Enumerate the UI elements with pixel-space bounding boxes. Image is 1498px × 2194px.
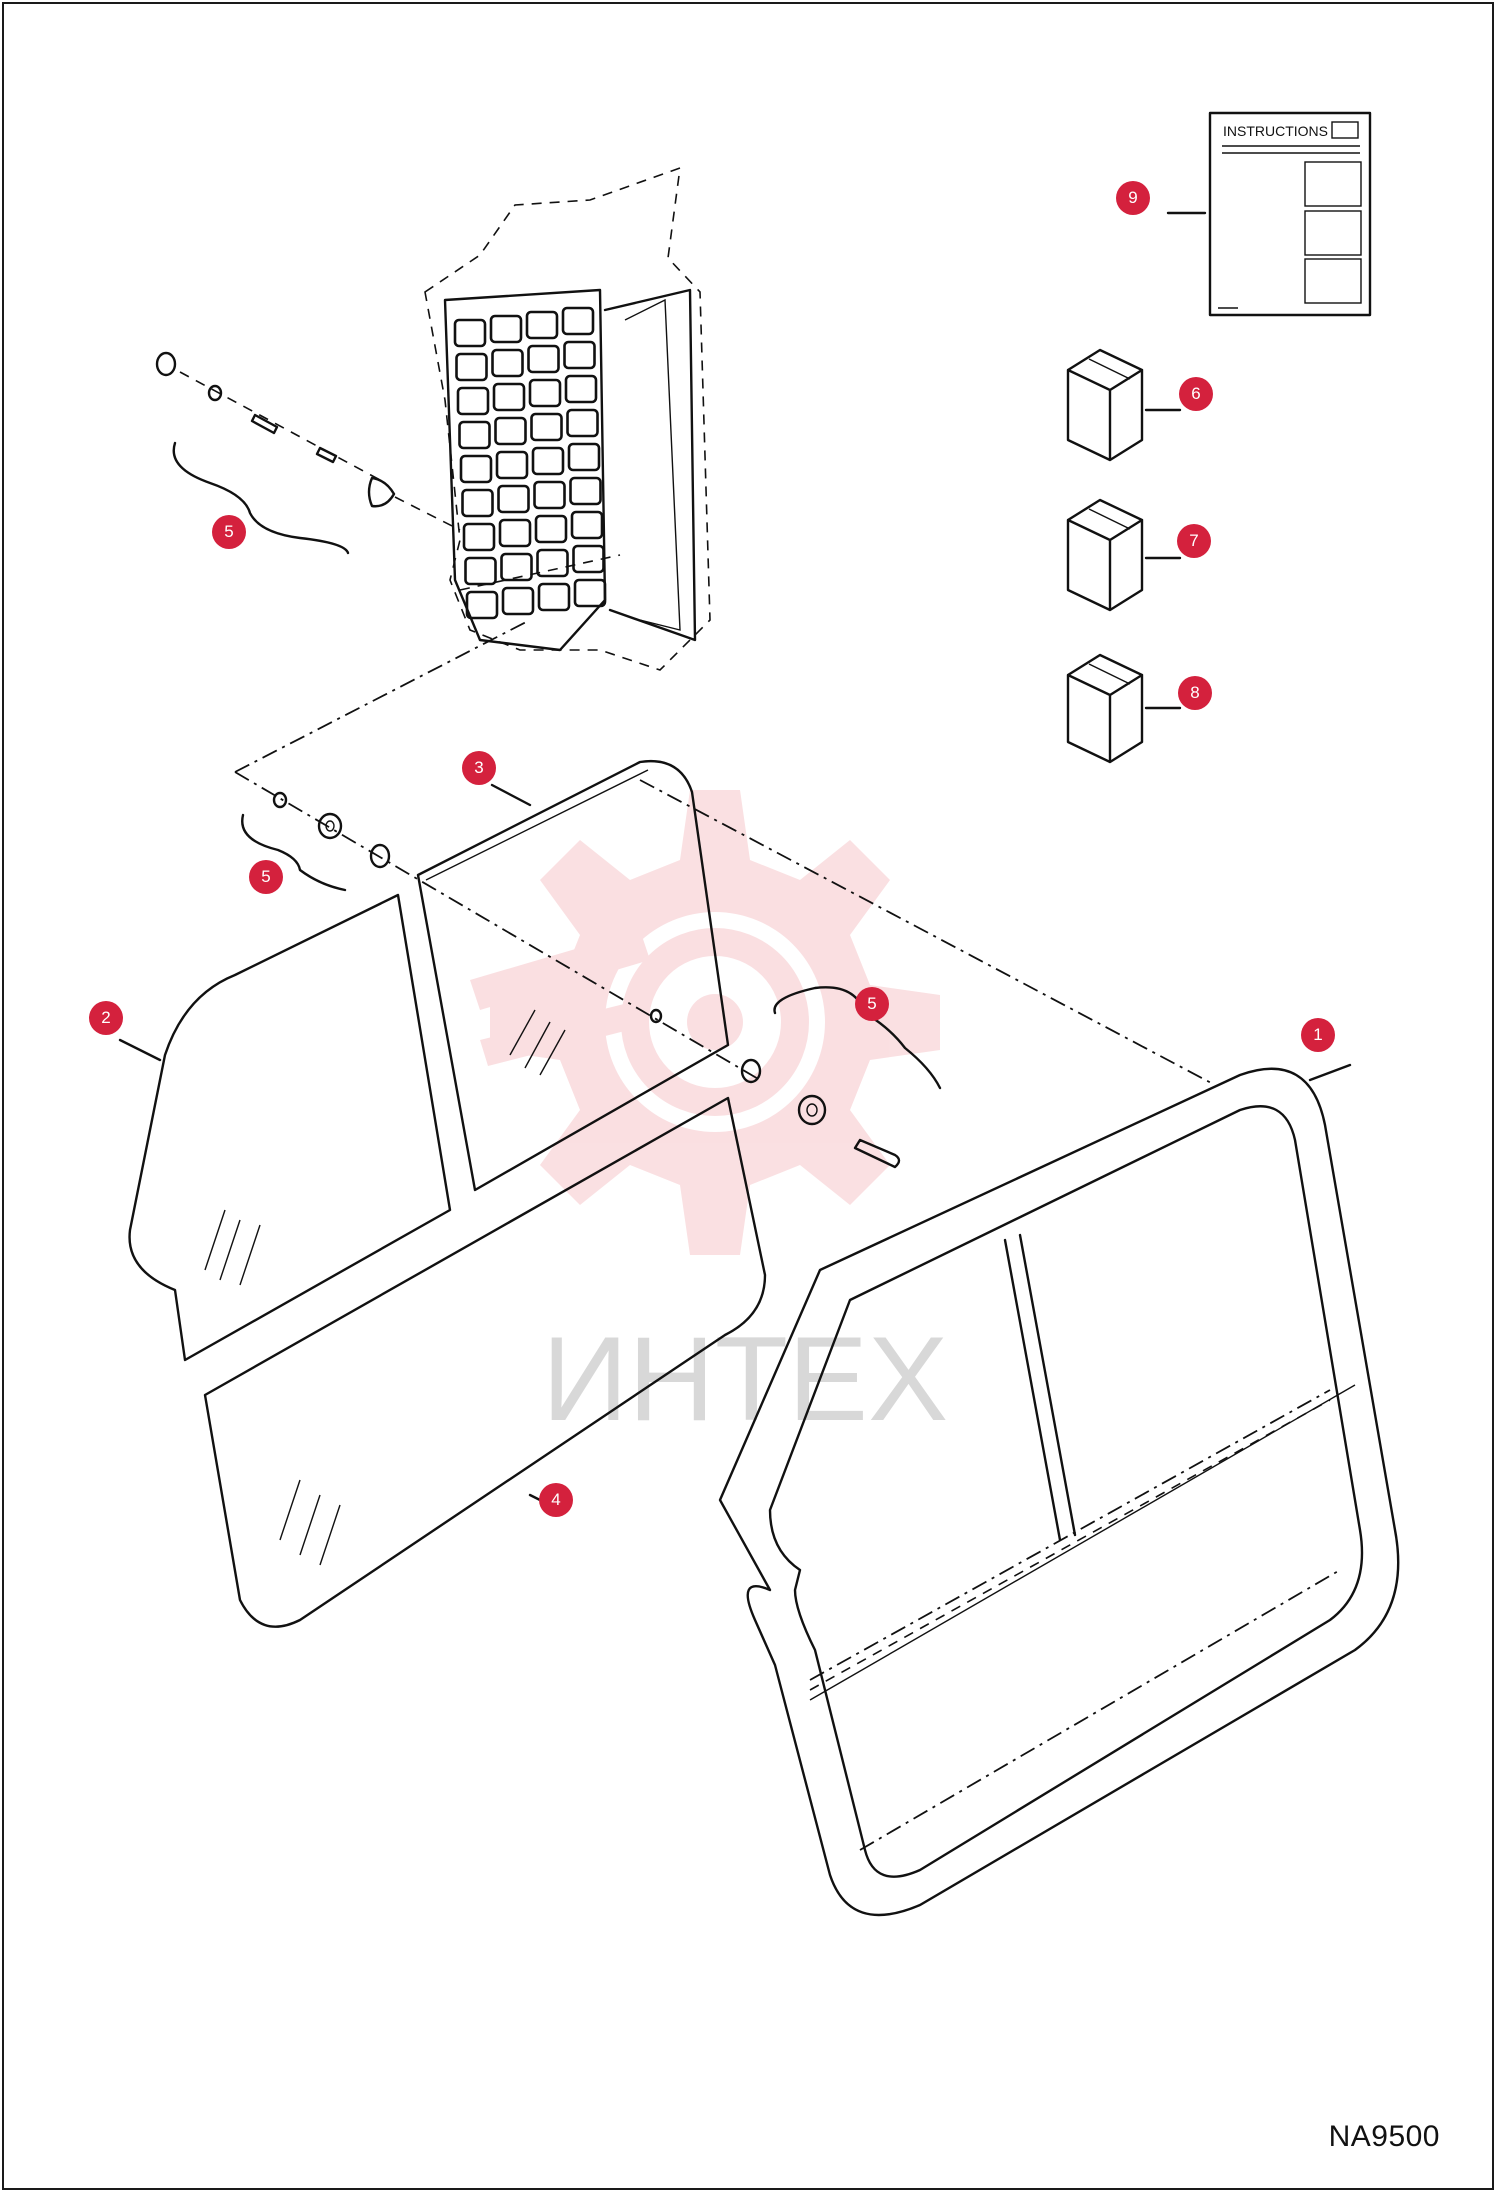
grid-cell [491,348,524,378]
grid-cell [525,310,559,340]
watermark-gear-logo [470,790,940,1255]
callout-8[interactable]: 8 [1178,676,1212,710]
grid-cell [530,412,563,442]
grid-cell [531,446,565,476]
package-box-8 [1066,653,1182,764]
callout-4[interactable]: 4 [539,1483,573,1517]
grid-cell [498,518,532,548]
grid-cell [537,582,571,612]
callout-7[interactable]: 7 [1177,524,1211,558]
cab-panel-grid [453,306,607,620]
grid-cell [500,552,533,582]
grid-cell [501,586,535,616]
instructions-sheet: INSTRUCTIONS [1166,111,1372,317]
grid-cell [489,314,523,344]
grid-cell [464,556,497,586]
grid-cell [564,374,598,404]
grid-cell [566,408,599,438]
grid-cell [497,484,530,514]
grid-cell [536,548,569,578]
grid-cell [453,318,487,348]
grid-cell [570,510,604,540]
callout-6[interactable]: 6 [1179,377,1213,411]
watermark-text: ИНТЕХ [542,1312,948,1446]
grid-cell [528,378,562,408]
grid-cell [494,416,527,446]
grid-cell [527,344,560,374]
grid-cell [465,590,499,620]
grid-cell [462,522,496,552]
package-box-6 [1066,348,1182,462]
grid-cell [573,578,607,608]
grid-cell [534,514,568,544]
callout-5-right[interactable]: 5 [855,987,889,1021]
grid-cell [533,480,566,510]
grid-cell [572,544,605,574]
grid-cell [563,340,596,370]
grid-cell [561,306,595,336]
figure-code: NA9500 [1328,2120,1440,2153]
package-box-7 [1066,498,1182,612]
glass-pane-3 [416,759,730,1192]
fastener-set-top [155,351,461,555]
grid-cell [456,386,490,416]
callout-3[interactable]: 3 [462,751,496,785]
grid-cell [492,382,526,412]
callout-5-top[interactable]: 5 [212,515,246,549]
grid-cell [461,488,494,518]
instructions-label: INSTRUCTIONS [1223,123,1328,139]
cab-side-panel [424,166,711,671]
door-frame-1 [718,1063,1400,1917]
grid-cell [459,454,493,484]
grid-cell [455,352,488,382]
callout-5-middle[interactable]: 5 [249,860,283,894]
callout-2[interactable]: 2 [89,1001,123,1035]
callout-1[interactable]: 1 [1301,1018,1335,1052]
callout-9[interactable]: 9 [1116,181,1150,215]
grid-cell [569,476,602,506]
grid-cell [458,420,491,450]
grid-cell [495,450,529,480]
grid-cell [567,442,601,472]
glass-pane-2 [128,893,452,1362]
